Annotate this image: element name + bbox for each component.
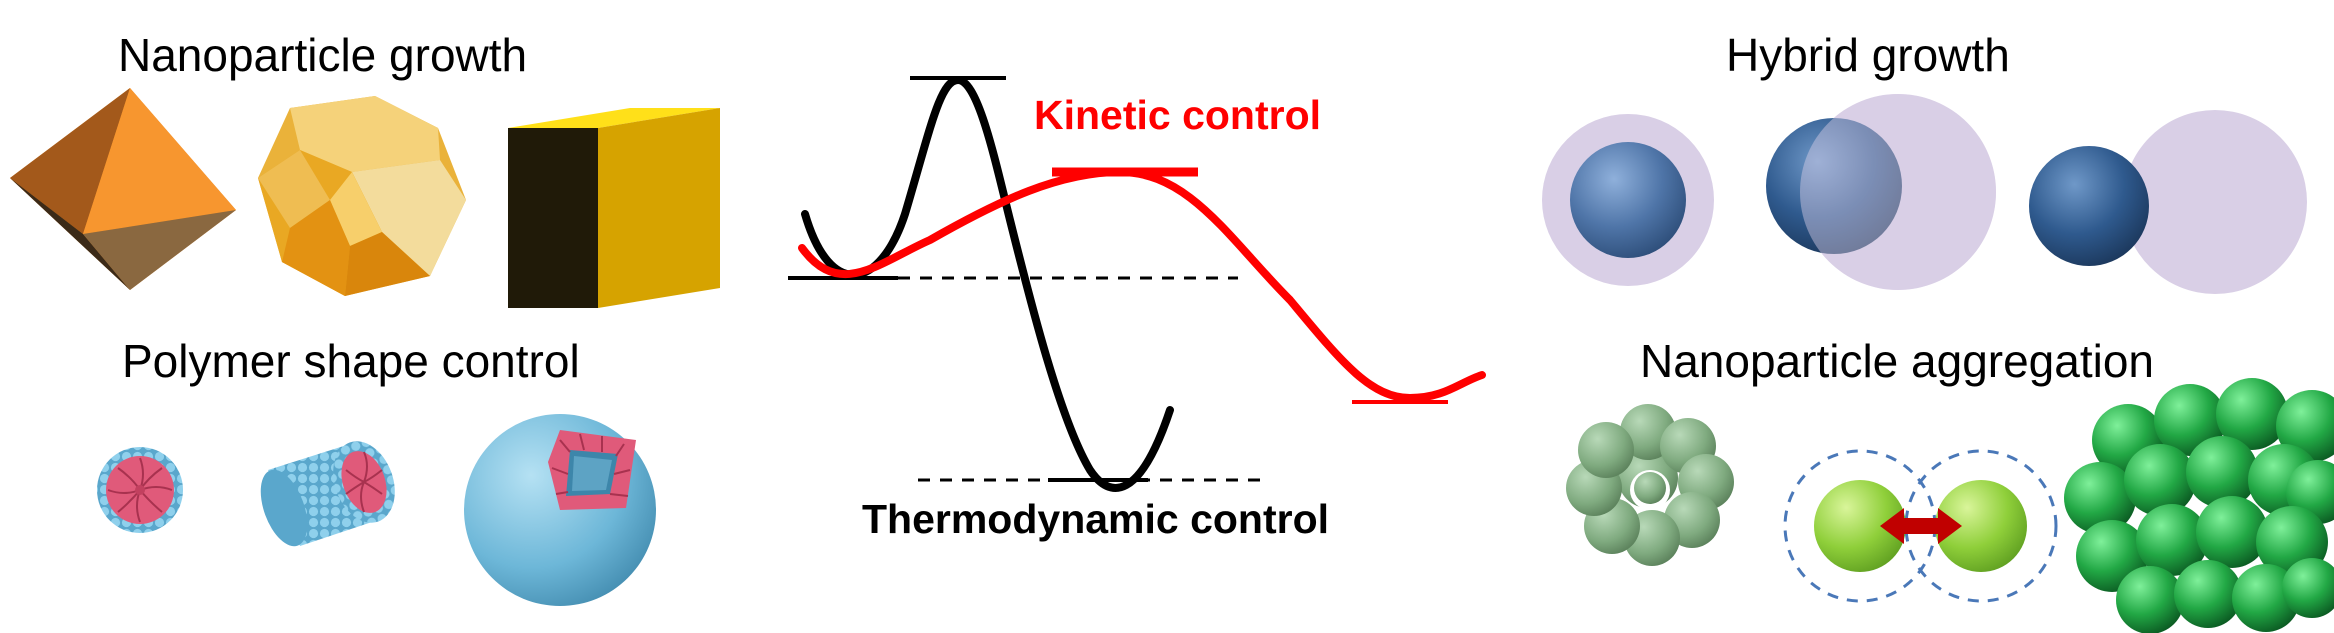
- ring-cluster-icon: [1566, 404, 1734, 566]
- cylindrical-micelle-icon: [260, 441, 395, 547]
- cube-icon: [508, 108, 720, 308]
- kinetic-control-label: Kinetic control: [1034, 92, 1322, 138]
- kinetic-pathway-curve: [798, 167, 1486, 403]
- spherical-micelle-icon: [97, 447, 183, 533]
- energy-diagram: [788, 75, 1486, 492]
- dimer-hybrid-icon: [2029, 110, 2307, 294]
- particle-pair-icon: [1783, 449, 2058, 603]
- thermodynamic-pathway-curve: [801, 75, 1174, 492]
- hybrid-growth-title: Hybrid growth: [1726, 29, 2010, 81]
- nanoparticle-growth-title: Nanoparticle growth: [118, 29, 528, 81]
- octahedron-icon: [10, 88, 236, 290]
- vesicle-icon: [464, 414, 656, 606]
- nanoparticle-aggregation-title: Nanoparticle aggregation: [1640, 335, 2155, 387]
- double-arrow-icon: [1880, 508, 1962, 544]
- thermodynamic-control-label: Thermodynamic control: [862, 496, 1330, 542]
- janus-hybrid-icon: [1766, 94, 1996, 290]
- truncated-octahedron-icon: [258, 96, 466, 296]
- core-shell-hybrid-icon: [1542, 114, 1714, 286]
- polymer-shape-control-title: Polymer shape control: [122, 335, 580, 387]
- dense-aggregate-icon: [2064, 378, 2334, 633]
